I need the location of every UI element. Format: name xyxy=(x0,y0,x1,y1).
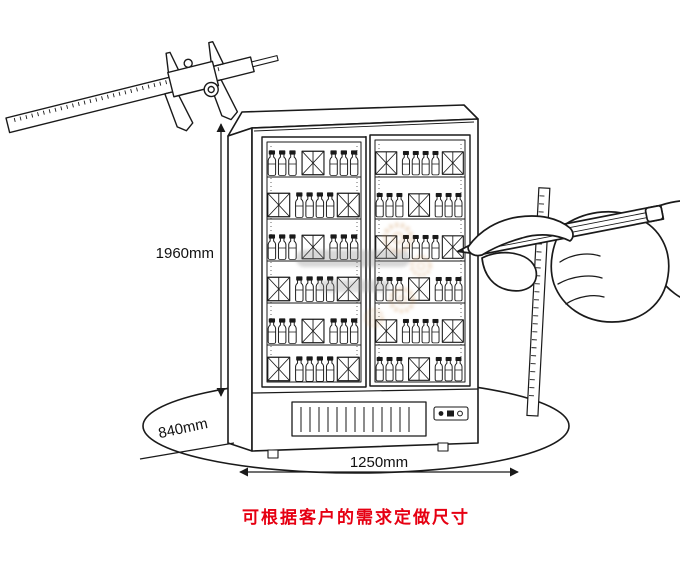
depth-label: 840mm xyxy=(157,415,209,442)
cabinet-foot-right xyxy=(437,442,449,452)
index-finger xyxy=(467,215,574,257)
vernier-caliper xyxy=(5,41,279,134)
vent-grille xyxy=(291,401,427,437)
dimension-depth xyxy=(139,442,235,460)
height-label: 1960mm xyxy=(156,245,214,262)
cabinet-left-side xyxy=(227,127,253,452)
watermark xyxy=(296,222,432,328)
hand-with-pencil xyxy=(456,200,680,323)
cabinet-foot-left xyxy=(267,449,279,459)
control-panel xyxy=(433,406,469,421)
caption-text: 可根据客户的需求定做尺寸 xyxy=(242,507,470,527)
shelf-lines-right xyxy=(375,176,465,346)
width-label: 1250mm xyxy=(350,454,408,471)
thumb xyxy=(481,251,538,292)
